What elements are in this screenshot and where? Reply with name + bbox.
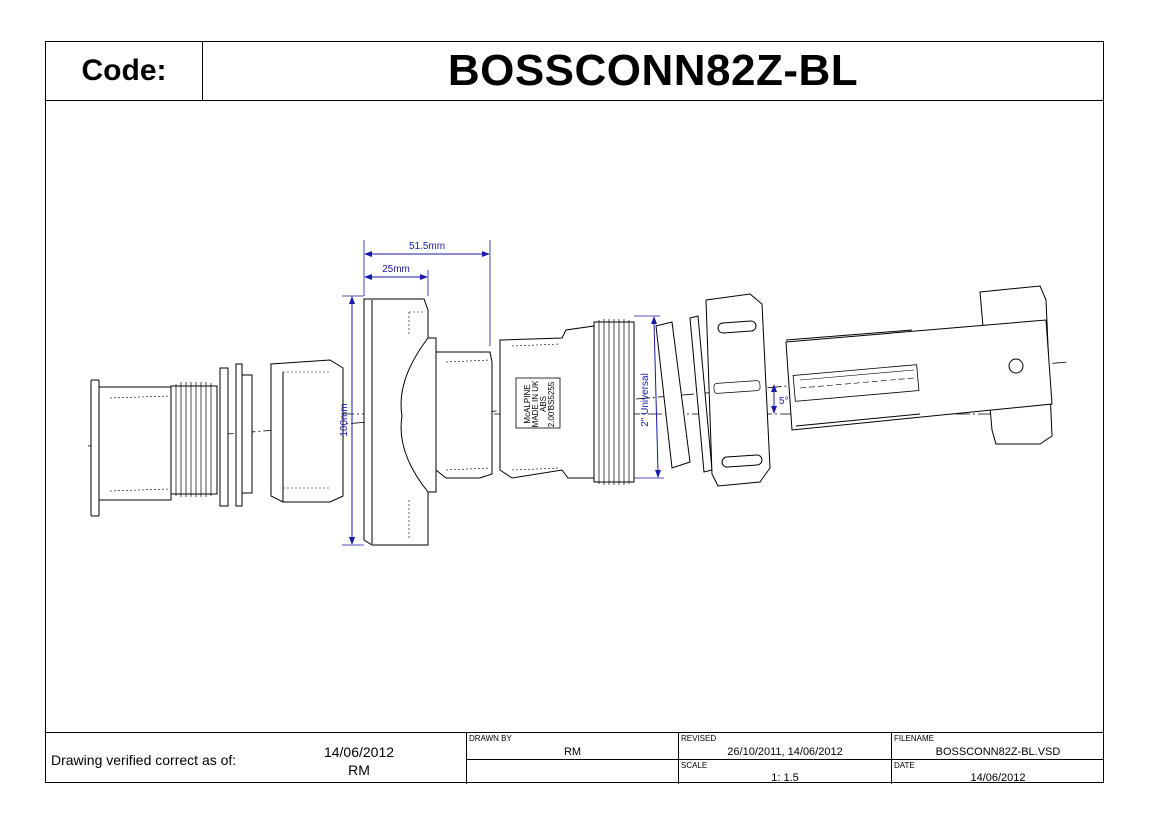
- product-code: BOSSCONN82Z-BL: [447, 46, 859, 95]
- part-washers: [219, 363, 253, 507]
- part-main-body: [499, 319, 635, 485]
- scale-value: 1: 1.5: [771, 772, 799, 784]
- revised-cell: REVISED 26/10/2011, 14/06/2012 SCALE 1: …: [678, 733, 891, 784]
- title-block: Drawing verified correct as of: 14/06/20…: [45, 732, 1104, 784]
- dim-100mm: 100mm: [339, 403, 350, 436]
- filename-cell: FILENAME BOSSCONN82Z-BL.VSD DATE 14/06/2…: [891, 733, 1104, 784]
- verified-label: Drawing verified correct as of:: [51, 752, 237, 768]
- part-outlet-pipe: [785, 285, 1053, 445]
- dimension-lines: [342, 240, 777, 546]
- part-spacer: [270, 359, 344, 503]
- filename-value: BOSSCONN82Z-BL.VSD: [935, 746, 1061, 758]
- revised-caption: REVISED: [681, 734, 717, 743]
- date-value: 14/06/2012: [970, 772, 1026, 784]
- verified-date: 14/06/2012: [323, 744, 395, 760]
- code-header: Code: BOSSCONN82Z-BL: [45, 41, 1104, 101]
- scale-caption: SCALE: [681, 761, 708, 770]
- date-caption: DATE: [894, 761, 915, 770]
- part-union-nut: [705, 293, 771, 487]
- marking-line1: McALPINE: [523, 384, 532, 423]
- drawn-by-cell: DRAWN BY RM: [466, 733, 678, 784]
- filename-caption: FILENAME: [894, 734, 935, 743]
- marking-line5: BS5255: [547, 381, 556, 410]
- marking-line4: 2.00": [547, 409, 556, 428]
- part-threaded-connector: [90, 379, 218, 517]
- marking-line3: ABS: [539, 396, 548, 412]
- part-seal-rings: [655, 315, 713, 473]
- code-label: Code:: [46, 42, 203, 100]
- marking-line2: MADE IN UK: [531, 380, 540, 427]
- dim-2-universal: 2" Universal: [640, 373, 651, 427]
- verified-by: RM: [348, 762, 370, 778]
- part-spigot: [435, 351, 493, 479]
- verified-info: 14/06/2012 RM: [309, 743, 409, 779]
- dim-5-degrees: 5°: [779, 396, 789, 407]
- dim-51-5mm: 51.5mm: [409, 241, 445, 252]
- dim-25mm: 25mm: [382, 264, 410, 275]
- drawn-by-value: RM: [563, 746, 582, 758]
- drawn-by-caption: DRAWN BY: [469, 734, 512, 743]
- revised-value: 26/10/2011, 14/06/2012: [727, 746, 843, 758]
- part-marking: McALPINE MADE IN UK ABS 2.00" BS5255: [523, 380, 556, 427]
- part-boss-plate: [363, 298, 437, 546]
